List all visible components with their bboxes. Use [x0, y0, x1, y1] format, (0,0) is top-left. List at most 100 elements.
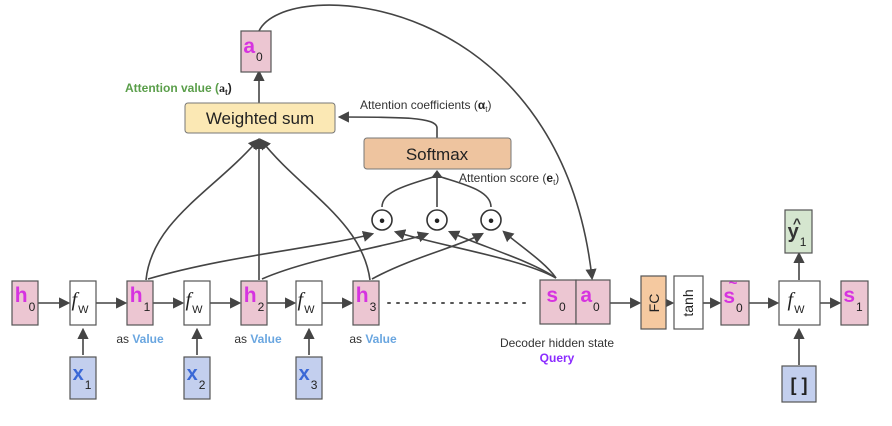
svg-text:a0: a0	[243, 35, 263, 64]
svg-text:s1: s1	[843, 284, 863, 314]
arrow-s0-dot3	[502, 230, 557, 279]
x2-letter: x	[187, 363, 198, 385]
x1-sub: 1	[85, 378, 92, 392]
node-h1: h1	[126, 280, 154, 326]
attention-score-label: Attention score (et)	[459, 171, 559, 187]
attention-value-label: Attention value (at)	[125, 81, 232, 97]
node-x1: x1	[69, 356, 97, 400]
svg-text:h2: h2	[244, 284, 265, 314]
node-h2: h2	[240, 280, 268, 326]
merge-arrowhead	[431, 170, 443, 178]
line-dot3-softmax	[437, 175, 492, 208]
h1-value-text: Value	[132, 332, 164, 346]
attention-coeff-close: )	[487, 98, 491, 112]
attention-value-text: Attention value (	[125, 81, 219, 95]
s1-sub: 1	[856, 300, 863, 314]
arrow-softmax-weighted	[337, 111, 438, 138]
arrow-h2-dot2	[261, 231, 430, 280]
h3-as-value-label: as Value	[349, 332, 397, 346]
node-a0-top: a0	[240, 30, 272, 73]
svg-text:x3: x3	[299, 363, 318, 392]
h3-letter: h	[356, 284, 369, 307]
line-dot1-softmax	[381, 175, 437, 208]
attention-score-sub: t	[553, 178, 556, 187]
h0-letter: h	[15, 284, 28, 307]
arrow-h1-weighted	[145, 138, 260, 281]
attention-score-text: Attention score (	[459, 171, 546, 185]
s0-letter: s	[546, 284, 558, 307]
x3-sub: 3	[311, 378, 318, 392]
h3-as-text: as	[349, 332, 365, 346]
tanh-label: tanh	[680, 289, 696, 316]
fw2-letter: f	[186, 289, 194, 311]
arrow-s0-dot2	[447, 230, 557, 279]
dot-product-2-symbol: •	[434, 213, 440, 230]
arrow-h1-dot1	[147, 230, 375, 280]
attention-coeff-sym: α	[478, 98, 486, 112]
arrow-h3-weighted	[259, 138, 371, 281]
svg-text:fW: fW	[788, 289, 806, 316]
node-x3: x3	[295, 356, 323, 400]
node-fw2: fW	[183, 280, 211, 326]
h3-value-text: Value	[365, 332, 397, 346]
svg-text:fW: fW	[72, 289, 90, 316]
x3-letter: x	[299, 363, 310, 385]
h2-as-value-label: as Value	[234, 332, 282, 346]
y1-sub: 1	[800, 235, 807, 249]
node-s0: s0	[539, 279, 577, 325]
decoder-hidden-state-label: Decoder hidden state	[500, 336, 614, 350]
weighted-sum-box: Weighted sum	[184, 102, 336, 134]
h1-letter: h	[130, 284, 143, 307]
dot-product-2: •	[426, 209, 448, 231]
h2-as-text: as	[234, 332, 250, 346]
s1-letter: s	[843, 284, 855, 307]
node-fw3: fW	[295, 280, 323, 326]
fw2-sub: W	[192, 304, 203, 316]
dot-product-3-symbol: •	[488, 213, 494, 230]
h0-sub: 0	[29, 300, 36, 314]
a0-top-letter: a	[243, 35, 255, 58]
h1-as-text: as	[116, 332, 132, 346]
attention-score-close: )	[555, 171, 559, 185]
h2-sub: 2	[258, 300, 265, 314]
svg-text:x1: x1	[73, 363, 92, 392]
svg-text:h0: h0	[15, 284, 36, 314]
a0-dec-sub: 0	[593, 300, 600, 314]
fw1-letter: f	[72, 289, 80, 311]
x1-letter: x	[73, 363, 84, 385]
node-fc: FC	[640, 275, 667, 330]
arrow-a0-top-to-decoder	[258, 4, 597, 281]
weighted-sum-label: Weighted sum	[206, 109, 314, 128]
fw3-letter: f	[298, 289, 306, 311]
svg-text:y1: y1	[788, 221, 807, 249]
fw4-letter: f	[788, 289, 796, 311]
svg-text:h1: h1	[130, 284, 151, 314]
attention-value-close: )	[228, 81, 232, 95]
node-y1: ^ y1	[784, 209, 813, 254]
svg-text:fW: fW	[186, 289, 204, 316]
x2-sub: 2	[199, 378, 206, 392]
attention-coeff-sub: t	[485, 105, 488, 114]
attention-value-sym: a	[219, 81, 225, 95]
dot-product-1: •	[371, 209, 393, 231]
y1-hat-mark: ^	[793, 215, 801, 231]
svg-text:h3: h3	[356, 284, 377, 314]
node-fw4: fW	[778, 280, 821, 326]
a0-top-sub: 0	[256, 50, 263, 64]
node-s1: s1	[840, 280, 869, 326]
connector-group	[38, 4, 842, 365]
node-a0-decoder: a0	[575, 279, 611, 325]
attention-coeff-text: Attention coefficients (	[360, 98, 478, 112]
node-tanh: tanh	[673, 275, 704, 330]
attention-score-sym: e	[546, 171, 553, 185]
svg-text:x2: x2	[187, 363, 206, 392]
s0-tilde-mark: ~	[729, 275, 738, 292]
y1-letter: y	[788, 221, 800, 243]
h1-as-value-label: as Value	[116, 332, 164, 346]
arrow-s0-dot1	[393, 229, 557, 279]
s0-sub: 0	[559, 300, 566, 314]
fw4-sub: W	[794, 304, 805, 316]
attention-value-sub: t	[225, 88, 228, 97]
h1-sub: 1	[144, 300, 151, 314]
